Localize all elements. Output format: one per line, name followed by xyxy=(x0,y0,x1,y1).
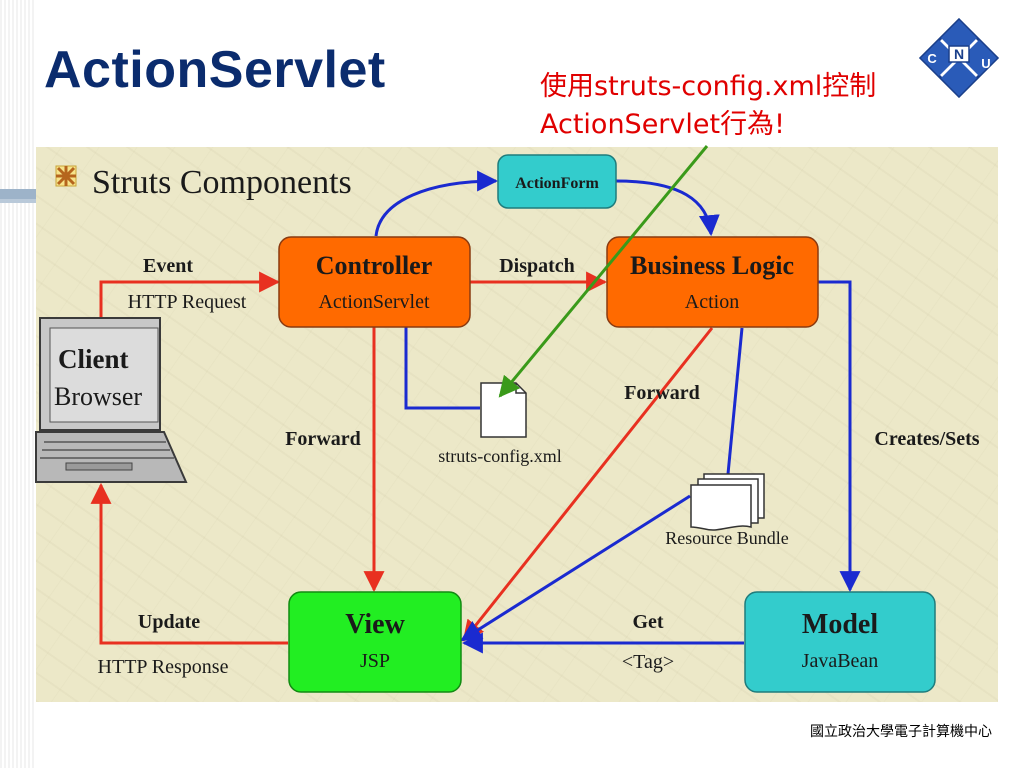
actionform-to-business-arrow xyxy=(615,179,720,237)
view-subtitle: JSP xyxy=(360,650,390,672)
client-laptop-icon xyxy=(35,317,188,483)
creates-sets-label: Creates/Sets xyxy=(874,428,979,450)
controller-to-actionform-arrow xyxy=(374,170,499,237)
business-logic-title: Business Logic xyxy=(630,251,794,280)
view-title: View xyxy=(345,609,405,640)
footer-organization: 國立政治大學電子計算機中心 xyxy=(810,724,992,740)
model-title: Model xyxy=(802,609,878,640)
logo-center-box xyxy=(948,45,970,63)
forward-label-mid: Forward xyxy=(624,382,700,404)
actionform-node: ActionForm xyxy=(497,154,617,209)
callout-line-1: 使用struts-config.xml控制 xyxy=(540,71,877,102)
left-decorative-band xyxy=(0,0,36,768)
logo-right-tile xyxy=(961,40,997,76)
logo-letter-u: U xyxy=(981,56,990,71)
actionform-title: ActionForm xyxy=(515,175,599,192)
logo-bottom-tile xyxy=(941,60,977,96)
model-subtitle: JavaBean xyxy=(802,650,879,672)
http-request-label: HTTP Request xyxy=(128,291,247,313)
logo-letter-c: C xyxy=(927,51,937,66)
business-logic-node: Business Logic Action xyxy=(606,236,819,328)
slide-title: ActionServlet xyxy=(44,41,386,99)
event-label: Event xyxy=(143,255,193,277)
forward-action-to-view-arrow xyxy=(462,327,714,642)
client-subtitle: Browser xyxy=(54,382,142,411)
diagram-header: Struts Components xyxy=(92,164,352,201)
dispatch-label: Dispatch xyxy=(499,255,575,277)
view-node: View JSP xyxy=(288,591,462,693)
struts-config-label: struts-config.xml xyxy=(438,446,562,466)
controller-subtitle: ActionServlet xyxy=(318,291,430,313)
callout-pointer-arrow xyxy=(498,145,709,398)
bundle-to-view-arrow xyxy=(460,494,691,642)
university-logo: N C U xyxy=(918,18,1000,98)
update-arrow xyxy=(90,482,288,645)
resource-bundle-label: Resource Bundle xyxy=(665,528,788,548)
struts-components-star-icon xyxy=(55,165,77,187)
action-to-bundle-line xyxy=(726,327,744,475)
controller-node: Controller ActionServlet xyxy=(278,236,471,328)
tag-label: <Tag> xyxy=(622,651,674,673)
model-node: Model JavaBean xyxy=(744,591,936,693)
logo-left-tile xyxy=(921,40,957,76)
get-label: Get xyxy=(632,611,663,633)
update-label: Update xyxy=(138,611,200,633)
callout-note: 使用struts-config.xml控制 ActionServlet行為! xyxy=(540,68,876,144)
client-title: Client xyxy=(58,344,129,374)
controller-title: Controller xyxy=(316,251,433,280)
controller-to-config-line xyxy=(404,327,480,410)
http-response-label: HTTP Response xyxy=(98,656,229,678)
business-logic-subtitle: Action xyxy=(685,291,739,313)
creates-sets-arrow xyxy=(818,280,861,593)
logo-letter-n: N xyxy=(954,46,964,62)
event-arrow xyxy=(99,271,281,318)
resource-bundle-icon xyxy=(690,473,765,531)
callout-line-2: ActionServlet行為! xyxy=(540,109,785,140)
forward-label-left: Forward xyxy=(285,428,361,450)
